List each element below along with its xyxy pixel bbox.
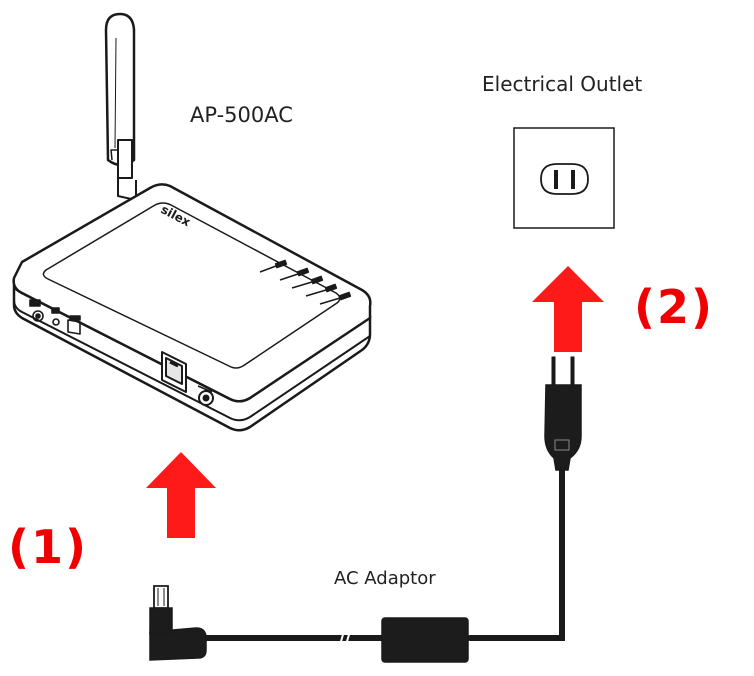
- router-front-ports: [29, 299, 81, 335]
- status-leds: [259, 259, 352, 305]
- arrow-step-2: [532, 266, 604, 352]
- ethernet-port: [161, 351, 187, 393]
- adaptor-cable: [197, 467, 565, 641]
- router-antenna: [104, 12, 137, 201]
- router: silex: [12, 12, 372, 432]
- adaptor-brick: [381, 617, 469, 663]
- power-jack: [197, 385, 214, 406]
- electrical-outlet: [513, 127, 615, 229]
- step-2-label: (2): [634, 280, 715, 334]
- ac-plug: [544, 356, 582, 471]
- outlet-label: Electrical Outlet: [482, 72, 643, 96]
- ac-adaptor: [149, 356, 582, 663]
- adaptor-label: AC Adaptor: [334, 568, 436, 589]
- outlet-socket: [540, 163, 589, 195]
- device-model-label: AP-500AC: [190, 103, 293, 127]
- arrow-step-1: [146, 452, 216, 538]
- step-1-label: (1): [8, 520, 89, 574]
- dc-plug: [149, 585, 207, 661]
